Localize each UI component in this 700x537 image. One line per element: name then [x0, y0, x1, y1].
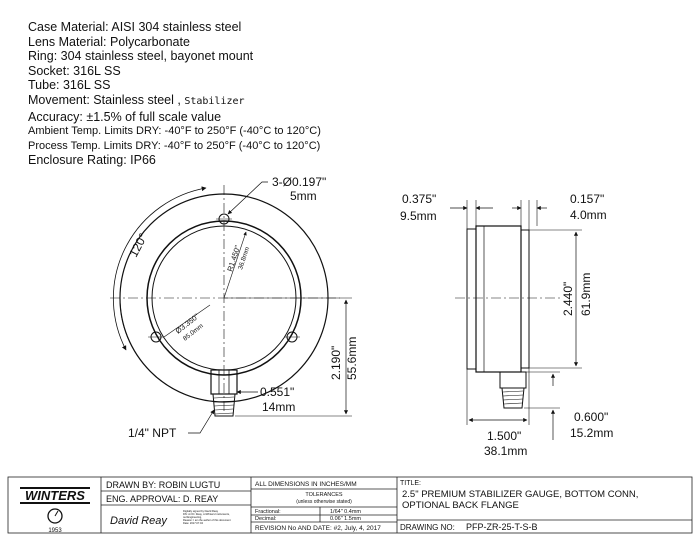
depth-inch: 1.500" — [487, 429, 521, 443]
height-inch: 2.190" — [329, 346, 343, 380]
drawing-no-label: DRAWING NO: — [400, 523, 455, 532]
spec-list: Case Material: AISI 304 stainless steel … — [28, 20, 321, 168]
logo-text: WINTERS — [25, 488, 85, 503]
frac-label: Fractional: — [255, 509, 281, 515]
approval-label: ENG. APPROVAL: D. REAY — [106, 494, 218, 504]
flange-mm: 9.5mm — [400, 209, 437, 223]
side-dia-inch: 2.440" — [561, 282, 575, 316]
tol-title: TOLERANCES — [305, 492, 343, 498]
npt-thread — [212, 393, 236, 417]
spec-case: Case Material: AISI 304 stainless steel — [28, 20, 242, 34]
spec-ring: Ring: 304 stainless steel, bayonet mount — [28, 49, 254, 64]
signature: David Reay — [110, 515, 168, 527]
drawn-by-label: DRAWN BY: ROBIN LUGTU — [106, 480, 220, 490]
spec-socket: Socket: 316L SS — [28, 63, 121, 78]
title-label: TITLE: — [400, 480, 421, 487]
frac-value: 1/64" 0.4mm — [330, 509, 361, 515]
svg-text:Digitally signed by David Reay: Digitally signed by David Reay — [183, 509, 219, 513]
radius-leader — [223, 231, 247, 299]
hex-inch: 0.551" — [260, 385, 294, 399]
angle-arc — [112, 186, 207, 351]
flange-inch: 0.375" — [402, 192, 436, 206]
title-line-2: OPTIONAL BACK FLANGE — [402, 500, 519, 511]
revision: REVISION No AND DATE: #2, July, 4, 2017 — [255, 525, 381, 532]
dec-label: Decimal: — [255, 516, 277, 522]
dec-value: 0.06" 1.5mm — [330, 516, 361, 522]
winters-logo: WINTERS 1953 — [20, 487, 90, 534]
lens-ring — [520, 229, 530, 369]
side-dia-mm: 61.9mm — [579, 273, 593, 316]
depth-mm: 38.1mm — [484, 444, 527, 458]
svg-text:Reason: I am the author of thi: Reason: I am the author of this document — [183, 518, 231, 522]
back-flange — [466, 228, 477, 370]
side-thread — [501, 387, 525, 409]
spec-lens: Lens Material: Polycarbonate — [28, 34, 190, 49]
side-socket — [499, 371, 527, 389]
side-labels: 0.375" 9.5mm 0.157" 4.0mm 2.440" 61.9mm … — [400, 192, 613, 458]
svg-text:ou=Engineering,: ou=Engineering, — [183, 515, 202, 519]
hex-mm: 14mm — [262, 400, 295, 414]
spec-process-temp: Process Temp. Limits DRY: -40°F to 250°F… — [28, 139, 321, 152]
svg-text:Date: 2017.07.04: Date: 2017.07.04 — [183, 521, 203, 525]
spec-accuracy: Accuracy: ±1.5% of full scale value — [28, 109, 222, 124]
stem-inch: 0.600" — [574, 410, 608, 424]
spec-ambient-temp: Ambient Temp. Limits DRY: -40°F to 250°F… — [28, 125, 321, 138]
titleblock-lines — [7, 476, 693, 534]
stem-mm: 15.2mm — [570, 426, 613, 440]
holes-leader — [227, 181, 268, 215]
logo-year: 1953 — [48, 528, 62, 534]
lens-mm: 4.0mm — [570, 208, 607, 222]
holes-inch: 3-Ø0.197" — [272, 175, 326, 189]
signature-fine-print: Digitally signed by David Reay DN: cn=D.… — [183, 509, 231, 525]
front-view — [110, 181, 352, 434]
tol-sub: (unless otherwise stated) — [296, 499, 352, 505]
svg-text:DN: cn=D. Reay, o=Winters Inst: DN: cn=D. Reay, o=Winters Instruments, — [183, 512, 230, 516]
side-view — [450, 200, 582, 440]
height-mm: 55.6mm — [345, 337, 359, 380]
npt-label: 1/4" NPT — [128, 426, 177, 440]
holes-mm: 5mm — [290, 189, 317, 203]
dims-note: ALL DIMENSIONS IN INCHES/MM — [255, 481, 357, 488]
case-body — [475, 225, 522, 373]
spec-movement-suffix: Stabilizer — [184, 95, 245, 107]
diameter-leader — [163, 304, 211, 338]
spec-movement: Movement: Stainless steel , Stabilizer — [28, 92, 245, 107]
lens-inch: 0.157" — [570, 192, 604, 206]
drawing-no-value: PFP-ZR-25-T-S-B — [466, 522, 538, 532]
gauge-icon — [47, 508, 63, 524]
angle-label: 120° — [126, 231, 150, 260]
spec-tube: Tube: 316L SS — [28, 78, 111, 93]
title-line-1: 2.5" PREMIUM STABILIZER GAUGE, BOTTOM CO… — [402, 489, 638, 500]
titleblock-text: DRAWN BY: ROBIN LUGTU ENG. APPROVAL: D. … — [106, 480, 638, 532]
spec-enclosure: Enclosure Rating: IP66 — [28, 153, 156, 168]
